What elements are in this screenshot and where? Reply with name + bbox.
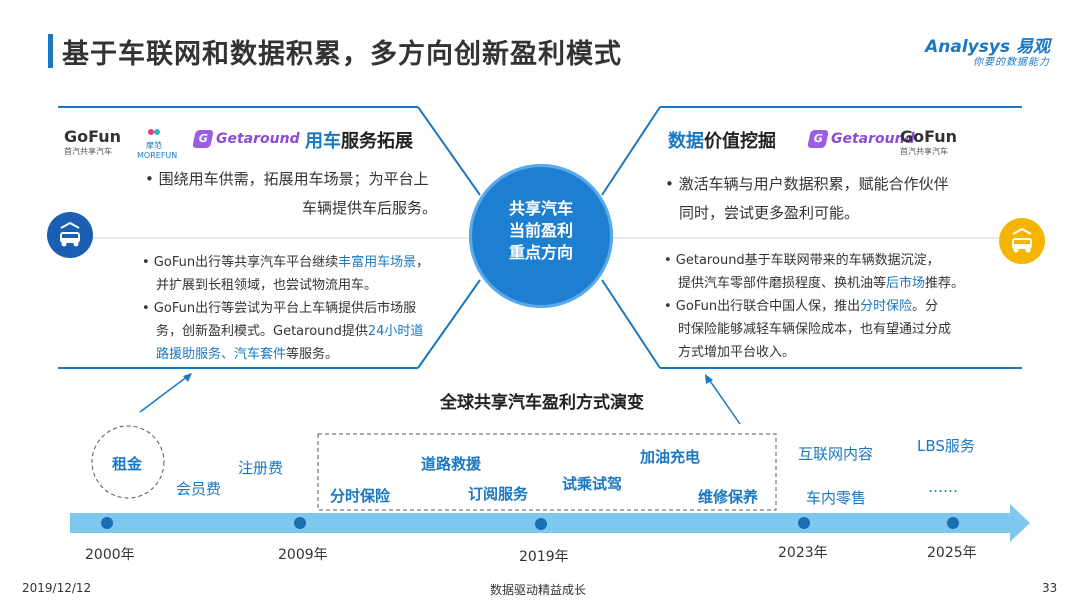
gofun-brand-sub: 首汽共享汽车 [64, 147, 112, 156]
right-detail-1-line-2: 提供汽车零部件磨损程度、换机油等后市场推荐。 [664, 272, 994, 295]
label-road-rescue: 道路救援 [421, 455, 482, 473]
year-label: 2023年 [778, 545, 828, 561]
text: 提供汽车零部件磨损程度、换机油等 [678, 276, 887, 291]
text: • GoFun出行等共享汽车平台继续 [142, 255, 339, 270]
car-icon [999, 218, 1045, 264]
highlight: 分时保险 [860, 299, 913, 314]
left-details: • GoFun出行等共享汽车平台继续丰富用车场景， 并扩展到长租领域，也尝试物流… [142, 251, 442, 366]
right-title-highlight: 数据 [668, 131, 704, 152]
logo-slogan: 你要的数据能力 [973, 57, 1050, 68]
center-label: 共享汽车 当前盈利 重点方向 [469, 198, 613, 264]
timeline-dot [798, 517, 810, 529]
page-number: 33 [1042, 581, 1058, 595]
label-lbs: LBS服务 [917, 437, 975, 455]
label-in-car-retail: 车内零售 [806, 489, 867, 507]
right-detail-1-line-1: • Getaround基于车联网带来的车辆数据沉淀， [664, 253, 940, 268]
center-line-3: 重点方向 [508, 243, 573, 262]
logo-main-text: Analysys 易观 [925, 37, 1050, 57]
timeline-dot [535, 518, 547, 530]
gofun-logo: GoFun 首汽共享汽车 [64, 127, 121, 157]
left-detail-2-line-1: • GoFun出行等尝试为平台上车辆提供后市场服 [142, 301, 417, 316]
left-summary-line-2: 车辆提供车后服务。 [301, 199, 437, 217]
label-membership: 会员费 [176, 480, 222, 498]
year-label: 2000年 [85, 547, 135, 563]
label-refuel-charge: 加油充电 [640, 448, 701, 466]
right-summary: • 激活车辆与用户数据积累，赋能合作伙伴 同时，尝试更多盈利可能。 [665, 170, 985, 228]
left-detail-1-line-1: • GoFun出行等共享汽车平台继续丰富用车场景， [142, 251, 442, 274]
timeline-dot [947, 517, 959, 529]
label-rent: 租金 [112, 455, 143, 473]
label-registration: 注册费 [238, 459, 284, 477]
morefun-icon [147, 126, 161, 138]
label-timeshare-insurance: 分时保险 [330, 487, 391, 505]
gofun-brand-text: GoFun [64, 127, 122, 146]
text: • GoFun出行联合中国人保，推出 [664, 299, 861, 314]
left-panel-title: 用车服务拓展 [305, 127, 413, 153]
right-summary-line-1: • 激活车辆与用户数据积累，赋能合作伙伴 [665, 175, 949, 193]
year-label: 2025年 [927, 545, 977, 561]
analysys-logo: Analysys 易观 你要的数据能力 [925, 32, 1050, 72]
highlight: 路援助服务、汽车套件 [156, 347, 287, 362]
left-summary: • 围绕用车供需，拓展用车场景；为平台上 车辆提供车后服务。 [145, 165, 445, 223]
right-summary-line-2: 同时，尝试更多盈利可能。 [679, 204, 860, 222]
right-detail-2-line-3: 方式增加平台收入。 [678, 345, 796, 360]
highlight: 丰富用车场景 [338, 255, 417, 270]
text: 推荐。 [925, 276, 965, 291]
timeline-dot [294, 517, 306, 529]
gofun-logo: GoFun 首汽共享汽车 [900, 127, 957, 157]
timeline-dot [101, 517, 113, 529]
year-label: 2019年 [519, 549, 569, 565]
gofun-brand-sub: 首汽共享汽车 [900, 147, 948, 156]
getaround-brand-text: Getaround [216, 131, 300, 147]
highlight: 后市场 [886, 276, 926, 291]
car-icon [47, 212, 93, 258]
center-circle [469, 164, 613, 308]
gofun-brand-text: GoFun [900, 127, 958, 146]
label-test-drive: 试乘试驾 [562, 475, 623, 493]
page-title: 基于车联网和数据积累，多方向创新盈利模式 [62, 39, 622, 70]
left-title-highlight: 用车 [305, 131, 341, 152]
center-line-2: 当前盈利 [508, 221, 573, 240]
left-detail-2-line-2: 务，创新盈利模式。Getaround提供24小时道 [142, 320, 442, 343]
highlight: 24小时道 [367, 324, 424, 339]
center-line-1: 共享汽车 [508, 199, 573, 218]
text: 。分 [912, 299, 939, 314]
text: 务，创新盈利模式。Getaround提供 [156, 324, 368, 339]
label-internet-content: 互联网内容 [798, 445, 874, 463]
left-detail-1-line-2: 并扩展到长租领域，也尝试物流用车。 [156, 278, 378, 293]
title-accent-bar [48, 34, 53, 68]
label-subscription: 订阅服务 [468, 485, 529, 503]
left-detail-2-line-3: 路援助服务、汽车套件等服务。 [142, 343, 442, 366]
right-panel-title: 数据价值挖掘 [668, 127, 776, 153]
footer-slogan: 数据驱动精益成长 [490, 583, 587, 597]
right-detail-2-line-2: 时保险能够减轻车辆保险成本，也有望通过分成 [678, 322, 952, 337]
label-ellipsis: …… [928, 478, 958, 496]
text: ， [416, 255, 430, 270]
footer-date: 2019/12/12 [22, 581, 92, 595]
year-label: 2009年 [278, 547, 328, 563]
label-maintenance: 维修保养 [698, 488, 759, 506]
right-details: • Getaround基于车联网带来的车辆数据沉淀， 提供汽车零部件磨损程度、换… [664, 249, 994, 364]
morefun-logo: 摩范 MOREFUN [137, 126, 178, 161]
right-detail-2-line-1: • GoFun出行联合中国人保，推出分时保险。分 [664, 295, 994, 318]
text: 等服务。 [286, 347, 339, 362]
left-summary-line-1: • 围绕用车供需，拓展用车场景；为平台上 [145, 170, 429, 188]
left-title-rest: 服务拓展 [341, 131, 413, 152]
morefun-brand-text: 摩范 MOREFUN [137, 141, 178, 160]
getaround-brand-text: Getaround [831, 131, 915, 147]
right-title-rest: 价值挖掘 [704, 131, 776, 152]
timeline-title: 全球共享汽车盈利方式演变 [440, 393, 644, 413]
